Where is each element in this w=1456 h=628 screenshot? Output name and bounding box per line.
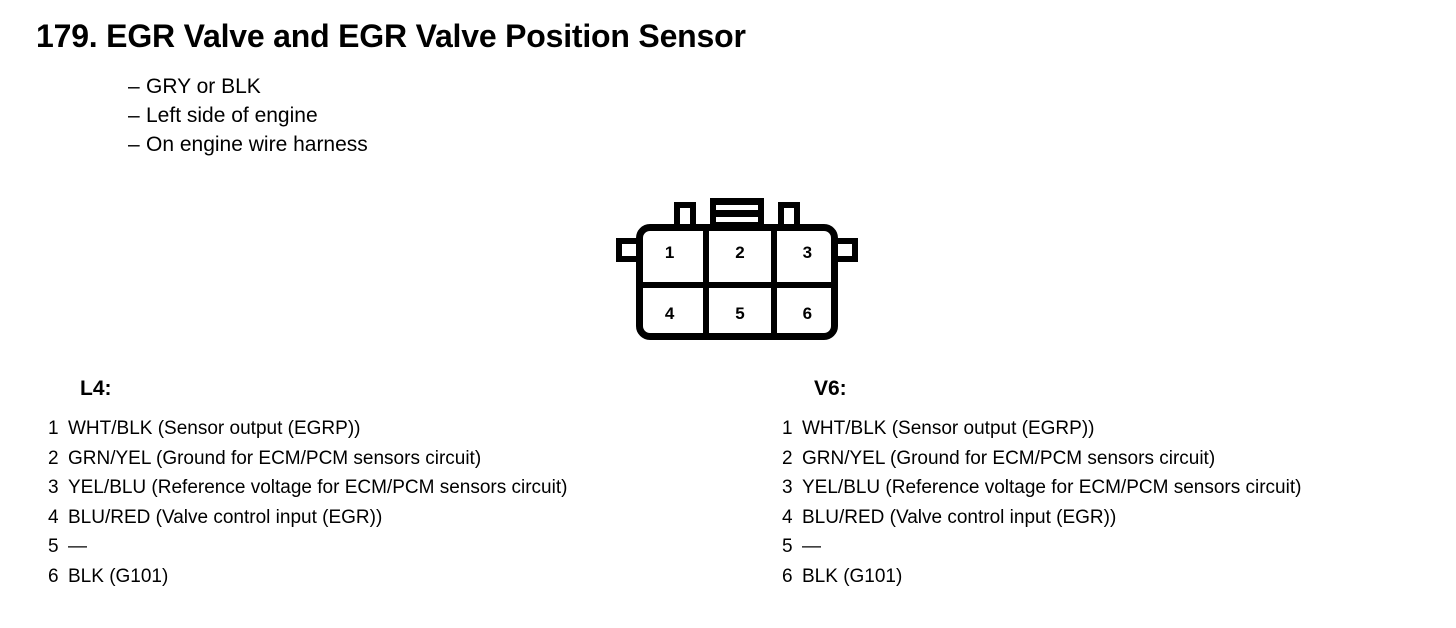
connector-side-ear-right	[836, 238, 858, 262]
connector-pin-cell-1: 1	[664, 243, 675, 262]
pin-row: 6 BLK (G101)	[48, 562, 567, 592]
pin-row: 1 WHT/BLK (Sensor output (EGRP))	[48, 414, 567, 444]
connector-top-tab-left	[674, 202, 696, 228]
connector-pin-cell-3: 3	[770, 224, 838, 282]
pin-number: 4	[782, 506, 793, 528]
pin-description: GRN/YEL (Ground for ECM/PCM sensors circ…	[802, 447, 1216, 469]
pin-row: 6 BLK (G101)	[782, 562, 1301, 592]
pin-row: 2 GRN/YEL (Ground for ECM/PCM sensors cir…	[782, 444, 1301, 474]
pin-description: YEL/BLU (Reference voltage for ECM/PCM s…	[68, 477, 568, 498]
pin-row: 3 YEL/BLU (Reference voltage for ECM/PCM …	[782, 473, 1301, 503]
dash-icon: –	[128, 104, 140, 127]
pin-description: WHT/BLK (Sensor output (EGRP))	[802, 418, 1095, 439]
connector-side-ear-left	[616, 238, 638, 262]
pin-row: 3 YEL/BLU (Reference voltage for ECM/PCM …	[48, 473, 567, 503]
pin-number: 3	[782, 477, 793, 498]
pin-number: 2	[782, 447, 793, 469]
pin-row: 2 GRN/YEL (Ground for ECM/PCM sensors cir…	[48, 444, 567, 474]
connector-pin-grid: 1 2 3 4 5 6	[636, 224, 838, 340]
pin-number: 6	[782, 565, 793, 587]
connector-top-tab-right	[778, 202, 800, 228]
pin-description: WHT/BLK (Sensor output (EGRP))	[68, 418, 361, 439]
pin-row: 4 BLU/RED (Valve control input (EGR))	[48, 503, 567, 533]
pin-number: 2	[48, 447, 59, 469]
column-heading-l4: L4:	[80, 377, 112, 400]
pin-row: 5—	[48, 532, 567, 562]
pin-number: 1	[48, 418, 59, 439]
pin-description: BLU/RED (Valve control input (EGR))	[68, 506, 383, 528]
dash-icon: –	[128, 75, 140, 98]
pin-number: 6	[48, 565, 59, 587]
list-item-label: GRY or BLK	[146, 75, 261, 98]
pin-description: YEL/BLU (Reference voltage for ECM/PCM s…	[802, 477, 1302, 498]
pin-row: 5—	[782, 532, 1301, 562]
pin-number: 5	[782, 536, 793, 557]
connector-pin-cell-5: 5	[703, 282, 771, 340]
pin-row: 1 WHT/BLK (Sensor output (EGRP))	[782, 414, 1301, 444]
connector-pin-cell-4: 4	[636, 282, 704, 340]
dash-icon: –	[128, 133, 140, 156]
pin-description: —	[68, 536, 87, 557]
list-item-label: On engine wire harness	[146, 133, 368, 156]
pin-description: GRN/YEL (Ground for ECM/PCM sensors circ…	[68, 447, 482, 469]
pin-list-v6: V6: 1 WHT/BLK (Sensor output (EGRP)) 2 GRN…	[782, 378, 1301, 591]
pin-number: 4	[48, 506, 59, 528]
pin-list-l4: L4: 1 WHT/BLK (Sensor output (EGRP)) 2 GRN…	[48, 378, 567, 591]
list-item-label: Left side of engine	[146, 104, 318, 127]
pin-number: 5	[48, 536, 59, 557]
spec-bullet-list: –GRY or BLK –Left side of engine –On eng…	[128, 72, 368, 159]
pin-description: BLK (G101)	[68, 565, 169, 587]
pin-number: 3	[48, 477, 59, 498]
pin-row: 4 BLU/RED (Valve control input (EGR))	[782, 503, 1301, 533]
connector-pin-cell-2: 2	[703, 224, 770, 282]
list-item: –GRY or BLK	[128, 72, 368, 101]
pin-description: —	[802, 536, 821, 557]
column-heading-v6: V6:	[814, 377, 847, 400]
list-item: –On engine wire harness	[128, 130, 368, 159]
page-title: 179. EGR Valve and EGR Valve Position Se…	[36, 18, 746, 54]
connector-pin-cell-6: 6	[770, 282, 838, 340]
latch-slot-upper	[716, 205, 758, 210]
connector-diagram: 1 2 3 4 5 6	[616, 196, 858, 344]
list-item: –Left side of engine	[128, 101, 368, 130]
latch-slot-lower	[716, 217, 758, 222]
pin-description: BLU/RED (Valve control input (EGR))	[802, 506, 1117, 528]
pin-description: BLK (G101)	[802, 565, 903, 587]
pin-number: 1	[782, 418, 793, 439]
